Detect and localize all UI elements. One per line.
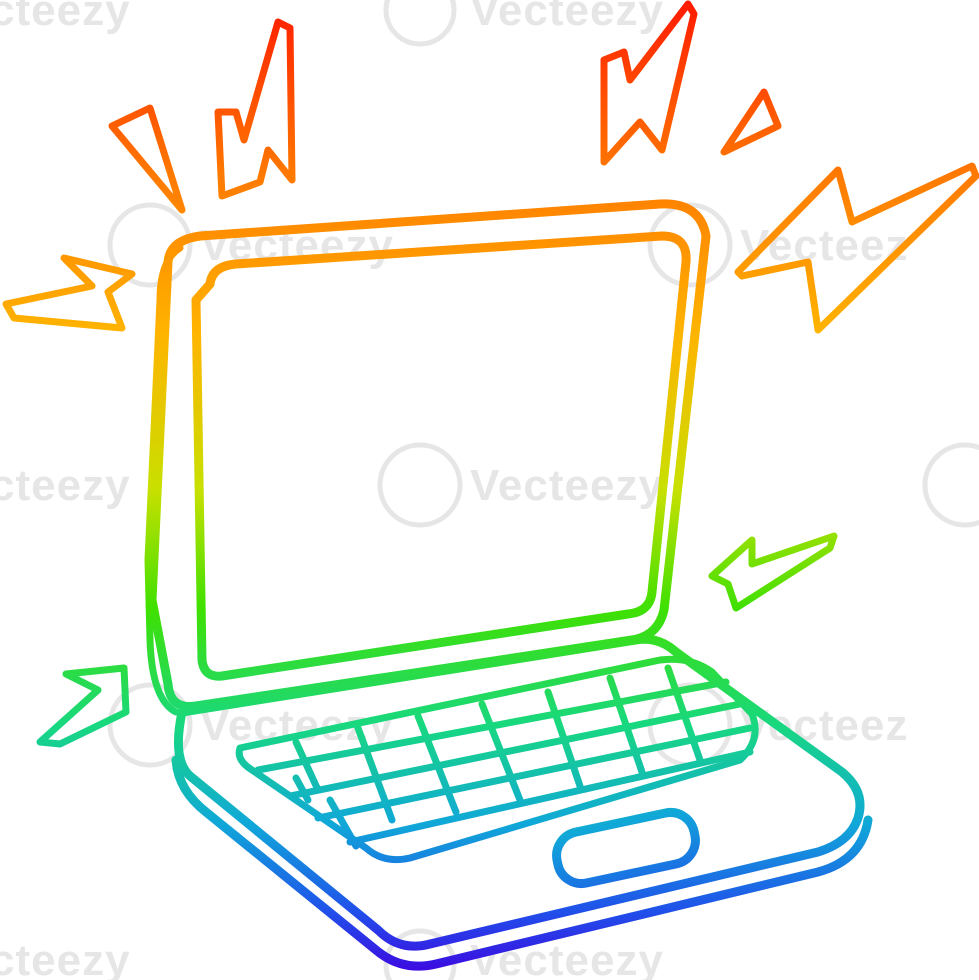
spark-bolt-icon [214,18,296,200]
key-col [414,712,460,816]
key-row [286,700,744,800]
key-col [326,796,360,850]
keyboard-area [235,655,759,864]
base-bottom-edge [171,755,873,971]
spark-bolt-icon [734,162,979,334]
base-top-outline [173,634,865,951]
spark-wedge-icon [108,104,186,214]
watermark-logo-icon [107,202,193,288]
watermark-logo-icon [383,928,457,980]
spark-bolt-icon [36,664,130,748]
spark-bolts [2,0,979,748]
lid-edge [144,244,184,716]
spark-wedge-icon [720,88,782,156]
watermark-text: cteezy [0,0,131,35]
spark-bolt-icon [708,532,838,612]
laptop-lid [144,199,711,716]
lid-outer [147,199,711,712]
laptop-base [171,634,873,971]
watermark-logo-icon [383,0,457,47]
watermark-text: Vecteezy [470,936,664,980]
watermark-text: Vecteezy [470,461,664,510]
key-col [478,700,524,804]
watermark-text: Vecteez [740,701,908,750]
trackpad [552,807,700,889]
watermark-logo-icon [377,442,463,528]
key-col [354,724,396,824]
watermark-logo-icon [107,682,193,768]
keyboard-keys [254,664,754,850]
watermark-text: cteezy [0,461,131,510]
screen-display [191,231,691,681]
spark-bolt-icon [600,0,698,166]
key-col [544,688,584,790]
key-col [606,674,646,776]
watermark-logo-icon [922,442,979,528]
key-col [292,774,312,804]
watermark-logo-icon [647,202,733,288]
spark-bolt-icon [2,254,136,332]
key-row [314,724,754,822]
watermark-text: Vecteezy [470,0,664,35]
key-col [664,664,704,764]
watermark-text: cteezy [0,936,131,980]
key-row [346,748,754,846]
key-col [292,738,322,794]
